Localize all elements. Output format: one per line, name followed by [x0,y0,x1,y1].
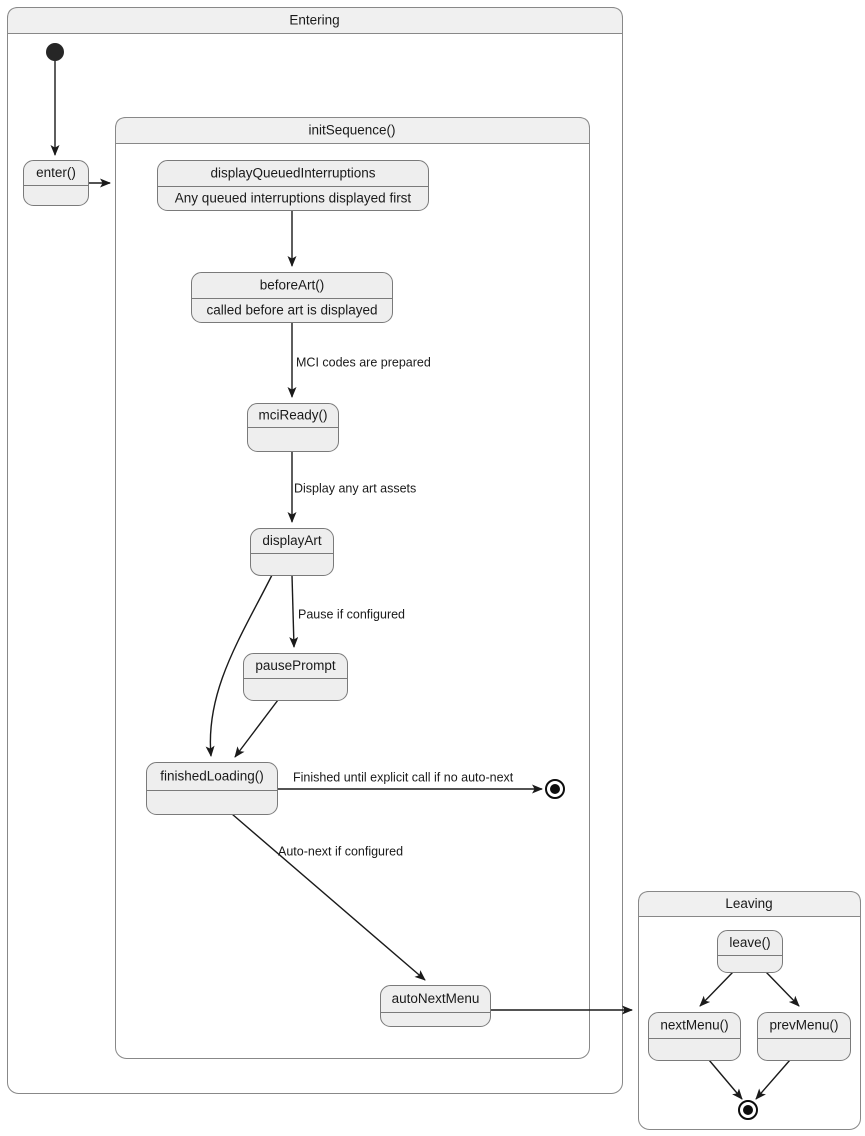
transition-label-t-finished-final: Finished until explicit call if no auto-… [293,770,514,784]
transitions-layer [50,61,800,1100]
composite-state-initSequence[interactable]: initSequence() [115,117,590,1059]
pseudostates-layer [46,43,758,1120]
transition-label-t-mciready-displayart: Display any art assets [294,481,416,495]
state-description: called before art is displayed [206,303,377,318]
transition-t-leave-prevmenu[interactable] [765,971,800,1007]
state-frame [380,985,491,1027]
state-autoNextMenu[interactable]: autoNextMenu [380,985,491,1027]
state-frame [157,160,429,211]
transition-t-pause-finished[interactable] [234,699,279,758]
transition-t-finished-autonext[interactable] [231,813,426,981]
state-finishedLoading[interactable]: finishedLoading() [146,762,278,815]
state-frame [23,160,89,206]
transition-t-displayart-finished[interactable] [205,574,273,757]
state-frame [243,653,348,701]
state-frame [717,930,783,973]
state-frame [648,1012,741,1061]
composite-state-title: Entering [289,13,339,28]
state-prevMenu[interactable]: prevMenu() [757,1012,851,1061]
state-nextMenu[interactable]: nextMenu() [648,1012,741,1061]
state-name: displayArt [262,533,322,548]
state-name: pausePrompt [255,658,336,673]
state-description: Any queued interruptions displayed first [175,191,412,206]
state-name: finishedLoading() [160,769,264,784]
final-state-dot [550,784,560,794]
composite-state-title: initSequence() [308,123,395,138]
final-state-icon[interactable] [738,1100,758,1120]
composite-state-header [638,891,861,917]
final-state-icon[interactable] [545,779,565,799]
transition-t-prevmenu-final[interactable] [755,1059,791,1100]
state-displayArt[interactable]: displayArt [250,528,334,576]
transition-t-displayart-pause[interactable] [289,574,299,648]
composite-state-title: Leaving [725,896,772,911]
transition-label-t-beforeart-mciready: MCI codes are prepared [296,355,431,369]
composite-state-frame [638,891,861,1130]
state-enter[interactable]: enter() [23,160,89,206]
state-name: autoNextMenu [392,991,480,1006]
state-frame [191,272,393,323]
transition-label-t-finished-autonext: Auto-next if configured [278,844,403,858]
state-name: nextMenu() [660,1018,728,1033]
initial-state-icon[interactable] [46,43,64,61]
state-name: enter() [36,165,76,180]
state-frame [250,528,334,576]
composite-state-leaving[interactable]: Leaving [638,891,861,1130]
state-frame [146,762,278,815]
composite-state-header [115,117,590,144]
initial-state-dot [46,43,64,61]
composite-state-header [7,7,623,34]
transition-t-leave-nextmenu[interactable] [699,971,734,1007]
state-name: prevMenu() [769,1018,838,1033]
state-name: beforeArt() [260,278,325,293]
state-beforeArt[interactable]: beforeArt() called before art is displaye… [191,272,393,323]
state-mciReady[interactable]: mciReady() [247,403,339,452]
state-frame [757,1012,851,1061]
transition-label-t-displayart-pause: Pause if configured [298,607,405,621]
state-name: displayQueuedInterruptions [210,166,375,181]
final-state-dot [743,1105,753,1115]
state-name: leave() [729,935,770,950]
transition-t-nextmenu-final[interactable] [708,1059,743,1100]
state-name: mciReady() [258,408,327,423]
state-pausePrompt[interactable]: pausePrompt [243,653,348,701]
state-leave[interactable]: leave() [717,930,783,973]
